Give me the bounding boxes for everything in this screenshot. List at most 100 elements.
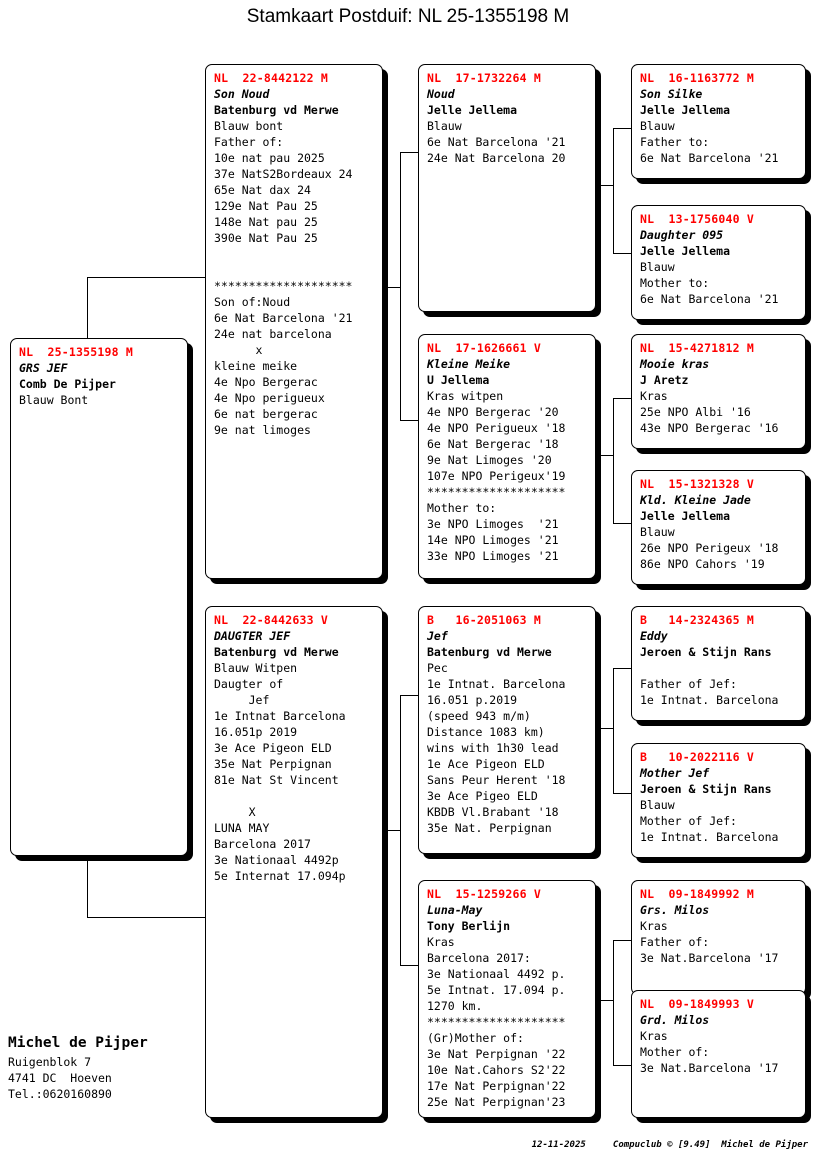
detail-line: 4e Npo Bergerac [214,375,318,389]
detail-line: 4e NPO Perigueux '18 [427,421,566,435]
connector-dam-to-dd [400,965,418,966]
connector-ss-to-g2 [613,253,631,254]
pedigree-box-sire[interactable]: NL 22-8442122 M Son Noud Batenburg vd Me… [205,64,383,579]
pedigree-box-g4-6[interactable]: B 10-2022116 V Mother Jef Jeroen & Stijn… [631,743,806,858]
owner-name: Comb De Pijper [19,377,116,391]
ring-number: NL 13-1756040 V [640,212,754,226]
connector-ss-to-g1 [613,128,631,129]
detail-line: 1e Intnat Barcelona [214,709,346,723]
pedigree-box-g4-7[interactable]: NL 09-1849992 M Grs. Milos Kras Father o… [631,880,806,995]
owner-name: Batenburg vd Merwe [427,645,552,659]
detail-line: X [214,805,256,819]
detail-line: 24e Nat Barcelona 20 [427,151,566,165]
pedigree-box-dam-sire[interactable]: B 16-2051063 M Jef Batenburg vd Merwe Pe… [418,606,596,854]
detail-line: Distance 1083 km) [427,725,545,739]
detail-line: Mother of: [640,1045,710,1059]
detail-line: ******************** [427,485,566,499]
connector-sire-to-ss [400,152,418,153]
connector-sd-to-g4 [613,523,631,524]
owner-name: Batenburg vd Merwe [214,103,339,117]
detail-line: 3e Nationaal 4492 p. [427,967,566,981]
connector-dam-to-ds [400,695,418,696]
detail-line: x [214,343,263,357]
nickname: Grd. Milos [640,1013,710,1027]
ring-number: NL 09-1849992 M [640,887,754,901]
connector-dd-stub [601,1000,613,1001]
pedigree-box-g4-8[interactable]: NL 09-1849993 V Grd. Milos Kras Mother o… [631,990,806,1118]
nickname: Kld. Kleine Jade [640,493,751,507]
nickname: Noud [427,87,455,101]
detail-line: Sans Peur Herent '18 [427,773,566,787]
detail-line: KBDB Vl.Brabant '18 [427,805,559,819]
detail-line: Blauw [427,119,462,133]
nickname: Son Noud [214,87,270,101]
pedigree-box-dam[interactable]: NL 22-8442633 V DAUGTER JEF Batenburg vd… [205,606,383,1118]
detail-line: Blauw [640,119,675,133]
detail-line: 6e Nat Bergerac '18 [427,437,559,451]
pedigree-box-g4-3[interactable]: NL 15-4271812 M Mooie kras J Aretz Kras … [631,334,806,449]
detail-line: 6e Nat Barcelona '21 [427,135,566,149]
nickname: Son Silke [640,87,703,101]
pedigree-box-g4-5[interactable]: B 14-2324365 M Eddy Jeroen & Stijn Rans … [631,606,806,721]
connector-sire-vertical [400,152,401,420]
detail-line: 25e NPO Albi '16 [640,405,751,419]
owner-phone: Tel.:0620160890 [8,1087,112,1101]
connector-ds-vertical [613,668,614,793]
detail-line: 35e Nat Perpignan [214,757,332,771]
pedigree-box-dam-dam[interactable]: NL 15-1259266 V Luna-May Tony Berlijn Kr… [418,880,596,1118]
detail-line: 3e Nat.Barcelona '17 [640,951,779,965]
detail-line: 3e NPO Limoges '21 [427,517,559,531]
owner-name: Jelle Jellema [640,244,731,258]
detail-line: 6e Nat Barcelona '21 [214,311,353,325]
connector-ds-to-g6 [613,793,631,794]
connector-ds-stub [601,728,613,729]
detail-line: (speed 943 m/m) [427,709,531,723]
pedigree-box-subject[interactable]: NL 25-1355198 M GRS JEF Comb De Pijper B… [10,338,188,856]
owner-address-line1: Ruigenblok 7 [8,1055,92,1069]
pedigree-box-sire-sire[interactable]: NL 17-1732264 M Noud Jelle Jellema Blauw… [418,64,596,312]
connector-sd-stub [601,455,613,456]
nickname: DAUGTER JEF [214,629,291,643]
nickname: Luna-May [427,903,483,917]
detail-line: 1e Ace Pigeon ELD [427,757,545,771]
page-title: Stamkaart Postduif: NL 25-1355198 M [246,6,570,27]
detail-line: Father of Jef: [640,677,737,691]
connector-ss-vertical [613,128,614,253]
detail-line: Kras [640,1029,668,1043]
pedigree-box-g4-1[interactable]: NL 16-1163772 M Son Silke Jelle Jellema … [631,64,806,179]
detail-line: 9e nat limoges [214,423,311,437]
detail-line: ******************** [427,1015,566,1029]
detail-line: 6e Nat Barcelona '21 [640,151,779,165]
ring-number: NL 15-4271812 M [640,341,754,355]
detail-line: 1e Intnat. Barcelona [640,830,779,844]
detail-line [214,262,375,278]
detail-line: kleine meike [214,359,298,373]
detail-line: Blauw [640,260,675,274]
detail-line: 3e Nat Perpignan '22 [427,1047,566,1061]
pedigree-box-g4-4[interactable]: NL 15-1321328 V Kld. Kleine Jade Jelle J… [631,470,806,585]
footer-credit: Compuclub © [9.49] Michel de Pijper [612,1140,808,1150]
ring-number: NL 09-1849993 V [640,997,754,1011]
nickname: Kleine Meike [427,357,511,371]
detail-line: 129e Nat Pau 25 [214,199,318,213]
detail-line: 3e Ace Pigeo ELD [427,789,538,803]
ring-number: NL 15-1259266 V [427,887,541,901]
owner-name: U Jellema [427,373,490,387]
detail-line: Father to: [640,135,710,149]
detail-line: (Gr)Mother of: [427,1031,524,1045]
pedigree-box-sire-dam[interactable]: NL 17-1626661 V Kleine Meike U Jellema K… [418,334,596,579]
detail-line: Blauw [640,798,675,812]
detail-line: 4e NPO Bergerac '20 [427,405,559,419]
nickname: Mother Jef [640,766,710,780]
owner-name: Tony Berlijn [427,919,511,933]
pedigree-box-g4-2[interactable]: NL 13-1756040 V Daughter 095 Jelle Jelle… [631,205,806,320]
detail-line: Barcelona 2017 [214,837,311,851]
detail-line: 390e Nat Pau 25 [214,231,318,245]
detail-line: 6e nat bergerac [214,407,318,421]
detail-line: 4e Npo perigueux [214,391,325,405]
ring-number: NL 22-8442633 V [214,613,328,627]
owner-contact-block: Michel de Pijper Ruigenblok 7 4741 DC Ho… [8,1032,238,1102]
detail-line: 16.051 p.2019 [427,693,518,707]
ring-number: B 14-2324365 M [640,613,754,627]
owner-name: Jeroen & Stijn Rans [640,645,772,659]
